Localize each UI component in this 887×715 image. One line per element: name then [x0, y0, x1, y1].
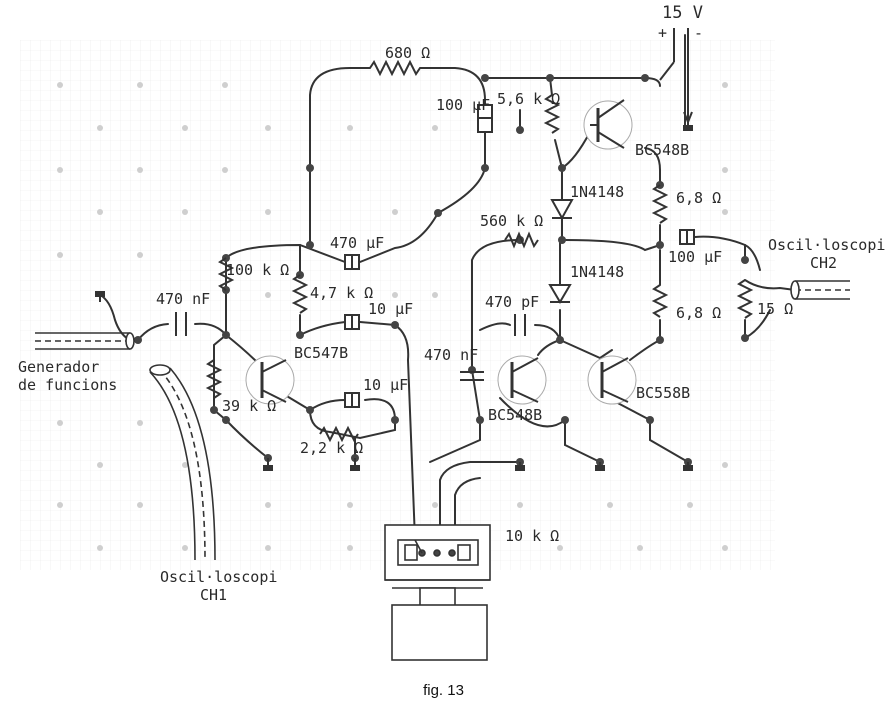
cap-470n-mid — [460, 371, 484, 381]
transistor-bc548b-top — [583, 99, 633, 150]
resistor-6r8-b — [651, 284, 669, 318]
label-c-470n-in: 470 nF — [156, 290, 210, 308]
scope-ch1-cable — [149, 364, 216, 561]
board-holes — [57, 82, 728, 551]
label-q-bc548b-bot: BC548B — [488, 406, 542, 424]
label-d-1n4148-b: 1N4148 — [570, 263, 624, 281]
label-r-2k2: 2,2 k Ω — [300, 439, 363, 457]
perfboard-grid — [20, 40, 775, 570]
resistor-5k6 — [543, 94, 561, 134]
resistor-39k — [205, 359, 223, 399]
resistor-2k2 — [319, 425, 359, 443]
component-labels: 680 Ω 100 µF 5,6 k Ω BC548B 1N4148 6,8 Ω… — [156, 44, 793, 545]
capacitors — [175, 104, 695, 408]
transistor-bc548b-bot — [497, 355, 547, 405]
diode-1n4148-a — [550, 192, 574, 225]
cap-10u-a — [344, 314, 360, 330]
transistor-bc558b — [587, 355, 637, 405]
resistor-560k — [504, 231, 539, 249]
resistor-15 — [736, 279, 754, 319]
cap-470n-in — [175, 312, 187, 336]
label-r-15: 15 Ω — [757, 300, 793, 318]
transistor-bc547b — [245, 355, 295, 405]
label-supply-minus: - — [694, 24, 703, 42]
diode-1n4148-b — [548, 284, 572, 304]
label-generator-line1: Generador — [18, 358, 99, 376]
generator-cable — [35, 332, 135, 350]
scope-ch2-cable — [790, 280, 850, 300]
label-supply-plus: + — [658, 24, 667, 42]
label-r-6r8-a: 6,8 Ω — [676, 189, 721, 207]
io-labels: Generador de funcions Oscil·loscopi CH1 … — [18, 236, 885, 604]
label-generator-line2: de funcions — [18, 376, 117, 394]
resistors — [205, 59, 754, 443]
label-r-680: 680 Ω — [385, 44, 430, 62]
label-r-39k: 39 k Ω — [222, 397, 276, 415]
label-r-4k7: 4,7 k Ω — [310, 284, 373, 302]
label-c-470u: 470 µF — [330, 234, 384, 252]
resistor-6r8-a — [651, 184, 669, 224]
ground-pins — [95, 120, 693, 471]
supply-labels: 15 V + - — [658, 3, 703, 42]
label-c-470n-mid: 470 nF — [424, 346, 478, 364]
label-scope-ch1-line1: Oscil·loscopi — [160, 568, 277, 586]
figure-caption: fig. 13 — [423, 682, 464, 699]
label-q-bc547b: BC547B — [294, 344, 348, 362]
label-c-100u-top: 100 µF — [436, 96, 490, 114]
label-scope-ch1-line2: CH1 — [200, 586, 227, 604]
resistor-100k — [217, 257, 235, 291]
label-d-1n4148-a: 1N4148 — [570, 183, 624, 201]
label-r-100k: 100 k Ω — [226, 261, 289, 279]
label-r-5k6: 5,6 k Ω — [497, 90, 560, 108]
transistors — [245, 99, 637, 405]
resistor-680 — [369, 59, 421, 77]
resistor-4k7 — [291, 274, 309, 314]
label-r-6r8-b: 6,8 Ω — [676, 304, 721, 322]
label-c-100u-out: 100 µF — [668, 248, 722, 266]
cap-10u-b — [344, 392, 360, 408]
cap-100u-out — [679, 229, 695, 245]
label-scope-ch2-line2: CH2 — [810, 254, 837, 272]
label-c-470p: 470 pF — [485, 293, 539, 311]
potentiometer-10k — [384, 524, 491, 661]
cap-470p — [514, 314, 526, 336]
label-q-bc548b-top: BC548B — [635, 141, 689, 159]
label-q-bc558b: BC558B — [636, 384, 690, 402]
diodes — [548, 192, 574, 304]
label-c-10u-a: 10 µF — [368, 300, 413, 318]
label-pot-10k: 10 k Ω — [505, 527, 559, 545]
label-scope-ch2-line1: Oscil·loscopi — [768, 236, 885, 254]
cap-470u — [344, 254, 360, 270]
label-c-10u-b: 10 µF — [363, 376, 408, 394]
coax-cables — [35, 280, 850, 561]
cap-100u-top — [477, 104, 493, 133]
label-supply-voltage: 15 V — [662, 3, 703, 23]
power-supply — [659, 28, 693, 125]
label-r-560k: 560 k Ω — [480, 212, 543, 230]
